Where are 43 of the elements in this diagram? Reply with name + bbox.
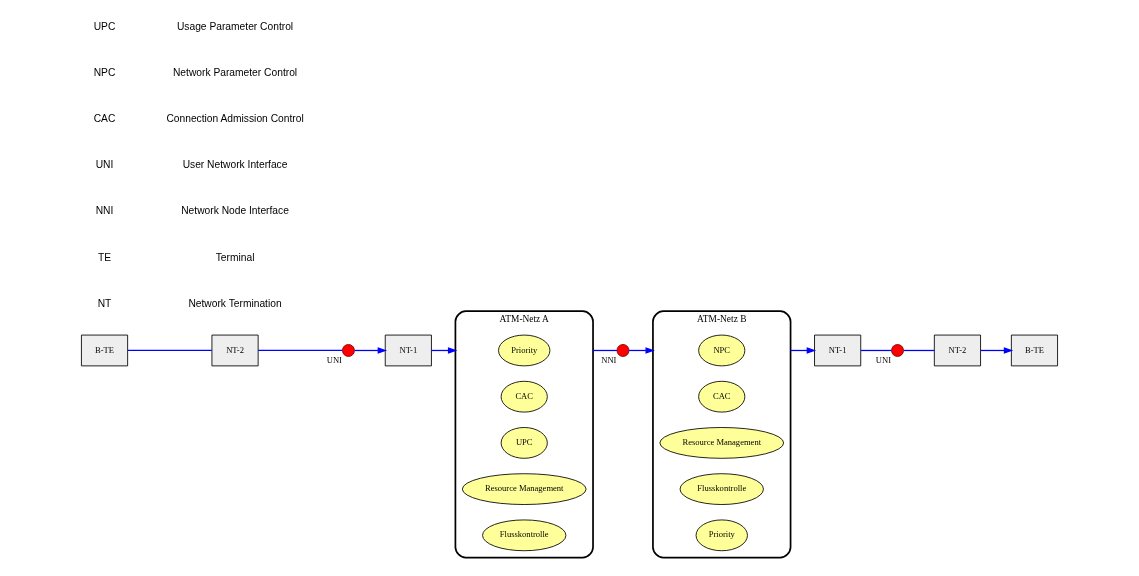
label: Connection Admission Control — [166, 113, 304, 125]
label: UNI — [95, 159, 114, 171]
label: NNI — [95, 205, 114, 217]
node-box: B-TE — [81, 334, 129, 367]
node-ellipse: Priority — [695, 519, 748, 552]
node-ellipse: Resource Management — [461, 473, 587, 505]
node-ellipse: UPC — [500, 427, 548, 459]
node-ellipse: Resource Management — [659, 427, 785, 459]
connector — [903, 349, 935, 352]
label: TE — [97, 251, 112, 263]
arrow — [354, 347, 388, 354]
label: User Network Interface — [182, 159, 288, 171]
connector — [592, 349, 618, 352]
node-box: NT-1 — [384, 334, 432, 367]
node-box: B-TE — [1010, 334, 1058, 367]
label: Network Termination — [188, 297, 282, 309]
label: Network Node Interface — [181, 205, 289, 217]
label: Terminal — [215, 251, 255, 263]
node-box: NT-2 — [211, 334, 259, 367]
label: Network Parameter Control — [172, 66, 298, 78]
label: NT — [97, 297, 112, 309]
node-label: UNI — [326, 355, 342, 366]
node-circle — [616, 344, 630, 357]
node-ellipse: NPC — [698, 334, 746, 367]
node-ellipse: CAC — [698, 380, 746, 413]
node-circle — [342, 344, 355, 357]
label: Usage Parameter Control — [176, 20, 294, 32]
label: NPC — [93, 66, 116, 78]
connector — [860, 349, 893, 352]
node-box: NT-1 — [814, 334, 862, 367]
node-ellipse: Flusskontrolle — [679, 473, 764, 505]
node-circle — [891, 344, 904, 357]
connector — [257, 349, 343, 352]
node-ellipse: CAC — [500, 380, 548, 413]
connector — [127, 349, 213, 352]
label: UPC — [93, 20, 116, 32]
node-label: NNI — [601, 355, 617, 366]
label: CAC — [93, 113, 116, 125]
node-ellipse: Flusskontrolle — [482, 519, 567, 552]
node-ellipse: Priority — [498, 334, 551, 367]
node-box: NT-2 — [933, 334, 981, 367]
node-label: UNI — [875, 355, 892, 366]
arrow — [980, 347, 1014, 354]
